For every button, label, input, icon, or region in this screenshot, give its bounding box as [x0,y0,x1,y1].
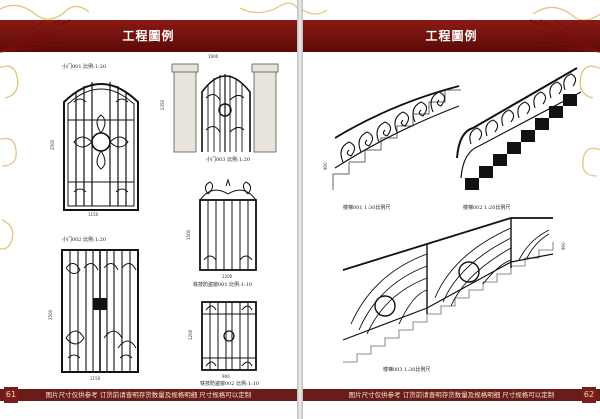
gate-002-height-dim: 2500 [48,309,53,320]
gate-003-drawing [171,63,279,153]
header-title: 工程圖例 [122,29,175,43]
stair-003-drawing [342,217,554,363]
footer-bar: 图片尺寸仅供参考 订货前请查明存货数量及规格明细 尺寸规格可以定制 [0,389,297,401]
footer-note: 图片尺寸仅供参考 订货前请查明存货数量及规格明细 尺寸规格可以定制 [45,391,252,399]
stair-003-caption: 楼梯003 1:30比例尺 [383,367,431,373]
gate-002-width-dim: 1150 [90,376,101,381]
gate-001-drawing [63,82,139,211]
window-002-height-dim: 1200 [188,329,193,340]
window-001-drawing [199,178,257,271]
footer-bar: 图片尺寸仅供参考 订货前请查明存货数量及规格明细 尺寸规格可以定制 [303,389,600,401]
left-page: 工程圖例 小门001 比例:1:20 1150 2500 [0,0,297,419]
stair-003-height-dim: 900 [561,242,566,250]
window-001-width-dim: 1200 [222,274,233,279]
gate-002-drawing [61,249,139,373]
window-002-width-dim: 900 [222,374,230,379]
fan-ornament [0,19,71,53]
window-002-drawing [201,301,257,371]
gate-001-width-dim: 1150 [88,212,99,217]
spine-gutter [297,0,303,419]
stair-001-height-dim: 900 [323,162,328,170]
gate-002-caption: 小门002 比例:1:20 [62,237,107,243]
stair-002-drawing [456,67,582,190]
gate-003-height-dim: 2350 [160,99,165,110]
right-page: 工程圖例 [303,0,600,419]
gold-swirl-decoration [303,6,600,177]
header-title: 工程圖例 [425,29,478,43]
page-number: 62 [582,387,596,403]
fan-ornament [529,19,600,53]
header-banner: 工程圖例 [0,19,297,53]
window-001-caption: 铁技防盗窗001 比例:1:10 [193,282,253,288]
gate-003-width-dim: 1900 [208,54,219,59]
page-number: 61 [4,387,18,403]
gate-001-caption: 小门001 比例:1:20 [62,64,107,70]
header-banner: 工程圖例 [303,19,600,53]
stair-001-drawing [332,85,461,190]
stair-001-caption: 楼梯001 1:30比例尺 [343,205,391,211]
gold-swirl-decoration [0,2,297,250]
gate-003-caption: 小门003 比例:1:20 [206,157,251,163]
gate-001-height-dim: 2500 [50,139,55,150]
footer-note: 图片尺寸仅供参考 订货前请查明存货数量及规格明细 尺寸规格可以定制 [348,391,555,399]
stair-002-caption: 楼梯002 1:20比例尺 [463,205,511,211]
window-002-caption: 铁技防盗窗002 比例:1:10 [200,381,260,387]
window-001-height-dim: 1500 [186,229,191,240]
